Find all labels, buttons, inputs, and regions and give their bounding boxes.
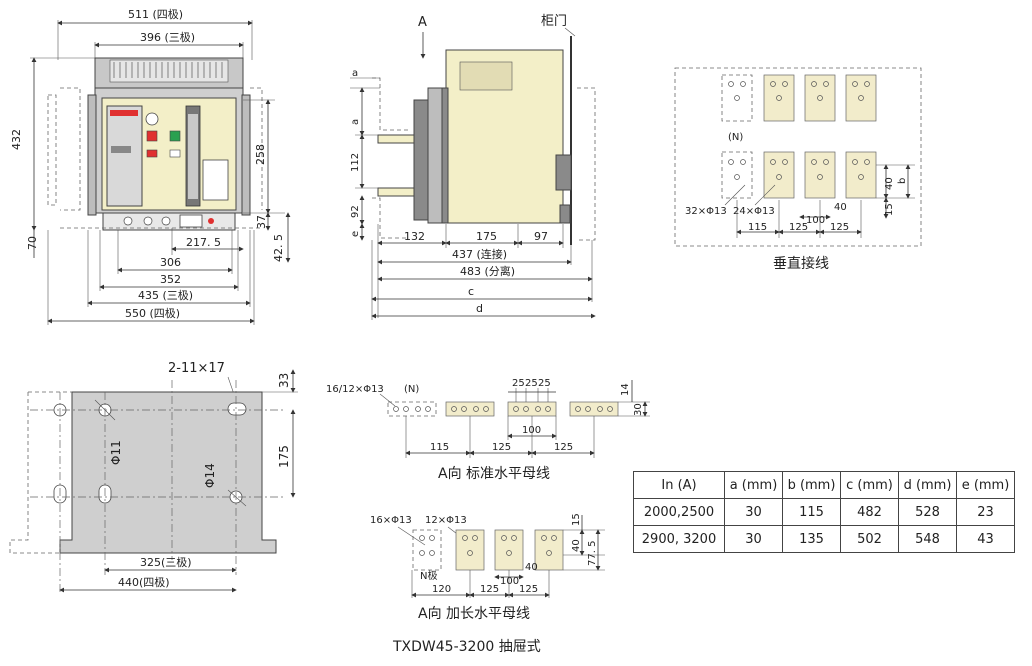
header-e: e (mm)	[956, 471, 1015, 499]
ext-125b: 125	[519, 584, 538, 595]
dim-a-top: a	[352, 68, 358, 79]
dim-a-mid: a	[350, 119, 361, 125]
dim-37: 37	[255, 215, 268, 229]
arrow-a-label: A	[418, 15, 427, 30]
std-14: 14	[620, 383, 631, 396]
cabinet-door-label: 柜门	[541, 14, 567, 29]
dim-v125b: 125	[830, 222, 849, 233]
dim-132: 132	[404, 230, 425, 243]
ext-77-5: 77. 5	[587, 541, 598, 566]
dim-c: c	[468, 285, 474, 298]
dim-d: d	[476, 302, 483, 315]
dim-42-5: 42. 5	[272, 234, 285, 262]
dim-e: e	[350, 231, 361, 237]
header-a: a (mm)	[724, 471, 783, 499]
ext-120: 120	[432, 584, 451, 595]
phi11-label: Φ11	[109, 440, 123, 465]
cell-in: 2000,2500	[633, 498, 725, 526]
ext-holes12-label: 12×Φ13	[425, 515, 467, 526]
extended-busbar-caption: A向 加长水平母线	[418, 606, 530, 622]
hole24-label: 24×Φ13	[733, 206, 775, 217]
vertical-busbar-view: (N) 32×Φ13 24×Φ13 40 b 15 115 125	[674, 67, 922, 272]
front-view: 511 (四极) 396 (三极) 432 70	[10, 7, 291, 325]
std-115: 115	[430, 442, 449, 453]
cell-in: 2900, 3200	[633, 525, 725, 553]
std-125b: 125	[554, 442, 573, 453]
mounting-plate-view: 2-11×17 Φ11 Φ14 33 175 325(三极) 440(四	[9, 361, 298, 595]
std-n-label: (N)	[404, 384, 419, 395]
cell-e: 23	[956, 498, 1015, 526]
vertical-busbar-caption: 垂直接线	[773, 255, 829, 272]
header-in: In (A)	[633, 471, 725, 499]
std-100: 100	[522, 425, 541, 436]
dim-v115: 115	[748, 222, 767, 233]
ext-40: 40	[571, 539, 582, 552]
drawing-title: TXDW45-3200 抽屉式	[392, 639, 541, 655]
dim-v15: 15	[884, 203, 895, 216]
header-d: d (mm)	[898, 471, 957, 499]
cell-d: 528	[898, 498, 957, 526]
header-c: c (mm)	[840, 471, 899, 499]
cell-e: 43	[956, 525, 1015, 553]
dim-435: 435 (三极)	[138, 288, 193, 302]
table-row: 2900, 3200 30 135 502 548 43	[633, 525, 1015, 553]
ext-15: 15	[571, 513, 582, 526]
cell-a: 30	[724, 525, 783, 553]
hole32-label: 32×Φ13	[685, 206, 727, 217]
dim-306: 306	[160, 256, 181, 269]
std-25c: 25	[538, 378, 551, 389]
dim-258: 258	[254, 144, 267, 165]
cell-b: 135	[782, 525, 841, 553]
dim-432: 432	[10, 129, 23, 150]
header-b: b (mm)	[782, 471, 841, 499]
dim-v40h: 40	[834, 202, 847, 213]
spec-table: In (A) a (mm) b (mm) c (mm) d (mm) e (mm…	[633, 471, 1015, 553]
dim-175: 175	[277, 445, 291, 468]
standard-busbar-view: 16/12×Φ13 (N) 25 25 25 14 30	[326, 378, 650, 482]
ext-40h: 40	[525, 562, 538, 573]
std-30: 30	[633, 403, 644, 416]
dim-437: 437 (连接)	[452, 248, 507, 261]
std-25b: 25	[525, 378, 538, 389]
cell-b: 115	[782, 498, 841, 526]
std-125a: 125	[492, 442, 511, 453]
ext-125a: 125	[480, 584, 499, 595]
dim-396: 396 (三极)	[140, 30, 195, 44]
dim-550: 550 (四极)	[125, 306, 180, 320]
std-25a: 25	[512, 378, 525, 389]
phi14-label: Φ14	[203, 463, 217, 488]
cell-c: 502	[840, 525, 899, 553]
n-pole-label: (N)	[728, 132, 743, 143]
cell-c: 482	[840, 498, 899, 526]
std-holes-label: 16/12×Φ13	[326, 384, 384, 395]
dim-511: 511 (四极)	[128, 7, 183, 21]
slots-label: 2-11×17	[168, 361, 225, 376]
dim-325: 325(三极)	[140, 555, 192, 569]
dim-33: 33	[277, 373, 291, 388]
standard-busbar-caption: A向 标准水平母线	[438, 466, 550, 482]
dim-175: 175	[476, 230, 497, 243]
table-row: 2000,2500 30 115 482 528 23	[633, 498, 1015, 526]
dim-483: 483 (分离)	[460, 264, 515, 278]
dim-92: 92	[350, 205, 361, 218]
dim-70: 70	[26, 236, 39, 250]
ext-n-label: N极	[420, 569, 437, 582]
extended-busbar-view: 16×Φ13 12×Φ13 N极 15 40 77. 5 100 40	[370, 513, 605, 622]
ext-holes16-label: 16×Φ13	[370, 515, 412, 526]
side-view: A 柜门 a a 112 92 e	[350, 14, 596, 320]
cell-a: 30	[724, 498, 783, 526]
dim-112: 112	[350, 153, 361, 172]
cell-d: 548	[898, 525, 957, 553]
dim-217-5: 217. 5	[186, 236, 221, 249]
dim-352: 352	[160, 273, 181, 286]
ext-100: 100	[500, 576, 519, 587]
dim-v40: 40	[884, 177, 895, 190]
dim-b: b	[897, 178, 908, 184]
dim-v125a: 125	[789, 222, 808, 233]
dim-v100: 100	[806, 215, 825, 226]
dim-97: 97	[534, 230, 548, 243]
spec-table-header: In (A) a (mm) b (mm) c (mm) d (mm) e (mm…	[633, 471, 1015, 499]
dim-440: 440(四极)	[118, 575, 170, 589]
